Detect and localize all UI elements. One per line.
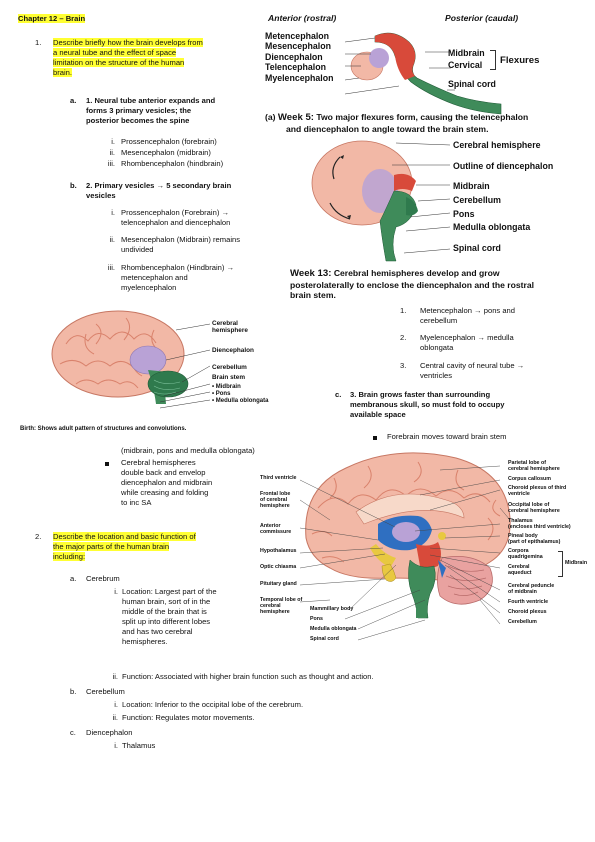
flexures-bracket (490, 50, 496, 70)
label-flexures: Flexures (500, 55, 540, 66)
q2b-ii-marker: ii. (112, 713, 118, 722)
q2a-marker: a. (70, 574, 77, 583)
label-fourth-ventricle: Fourth ventricle (508, 599, 549, 605)
gyri-lines (59, 317, 159, 389)
week5-caption: (a) Week 5: Two major flexures form, cau… (265, 112, 529, 134)
thalamus-shape (392, 522, 420, 542)
midbrain-bracket (558, 551, 563, 577)
label-midbrain-sagittal: Midbrain (565, 560, 588, 566)
label-midbrain-w13: Midbrain (453, 181, 490, 191)
label-posterior: Posterior (caudal) (445, 13, 519, 23)
q2a-ii-text: Function: Associated with higher brain f… (122, 672, 374, 681)
q2c-title: Diencephalon (86, 728, 133, 737)
chapter-title: Chapter 12 – Brain (18, 14, 86, 23)
cerebellum-shape (147, 370, 189, 398)
diencephalon-shape (369, 48, 389, 68)
q2a-i-marker: i. (114, 587, 118, 596)
label-cerebellum-sagittal: Cerebellum (508, 619, 537, 625)
cerebellum-shape (406, 197, 418, 216)
label-pons-sagittal: Pons (310, 616, 323, 622)
list-item: iii.Rhombencephalon (hindbrain) (107, 159, 224, 168)
square-bullet-icon (372, 435, 380, 441)
label-spinal-cord-w13: Spinal cord (453, 243, 501, 253)
label-brain-stem-parts: • Midbrain• Pons• Medulla oblongata (212, 384, 269, 404)
list-item: i.Prossencephalon (forebrain) (111, 137, 217, 146)
label-choroid-plexus: Choroid plexus (508, 609, 547, 615)
q1c-bullet2: Cerebral hemispheres double back and env… (121, 458, 213, 508)
label-anterior: Anterior (rostral) (268, 13, 337, 23)
q2c-i-marker: i. (114, 741, 118, 750)
birth-brain-figure (51, 310, 211, 409)
label-spinal-cord-w5: Spinal cord (448, 79, 496, 89)
q1-number: 1. (35, 38, 42, 47)
sagittal-brain-figure (305, 452, 511, 619)
q2-heading: Describe the location and basic function… (53, 532, 196, 562)
square-bullet-icon (104, 461, 112, 467)
label-medulla-w13: Medulla oblongata (453, 222, 531, 232)
q1-heading: Describe briefly how the brain develops … (53, 38, 203, 78)
q2b-title: Cerebellum (86, 687, 125, 696)
q1c-continuation: (midbrain, pons and medulla oblongata) (121, 446, 255, 455)
label-cerebral-hemisphere-w13: Cerebral hemisphere (453, 140, 541, 150)
list-item: ii.Mesencephalon (midbrain) (109, 148, 211, 157)
q1c-text: 3. Brain grows faster than surrounding m… (350, 390, 505, 420)
label-cerebellum-w13: Cerebellum (453, 195, 501, 205)
q1c-marker: c. (335, 390, 342, 399)
label-mammillary-body: Mammillary body (310, 606, 354, 612)
rotation-arrow-icon (329, 156, 351, 220)
spinal-cord-shape (416, 608, 426, 618)
label-pons-w13: Pons (453, 209, 475, 219)
week5-embryo-figure (344, 32, 502, 115)
q2b-i-marker: i. (114, 700, 118, 709)
q2a-i-text: Location: Largest part of the human brai… (122, 587, 217, 647)
label-brain-stem: Brain stem (212, 374, 246, 381)
birth-caption: Birth: Shows adult pattern of structures… (20, 426, 187, 432)
label-outline-diencephalon: Outline of diencephalon (453, 161, 554, 171)
mesencephalon-shape (375, 33, 416, 80)
label-medulla-sagittal: Medulla oblongata (310, 626, 357, 632)
midbrain-shape (394, 173, 416, 191)
q2b-ii-text: Function: Regulates motor movements. (122, 713, 255, 722)
label-pituitary-gland: Pituitary gland (260, 581, 297, 587)
week13-caption: Week 13: Cerebral hemispheres develop an… (290, 268, 535, 300)
label-cerebellum: Cerebellum (212, 364, 247, 371)
midbrain-shape (416, 542, 441, 568)
label-midbrain-flexure: Midbrain (448, 48, 485, 58)
q2-number: 2. (35, 532, 42, 541)
q1c-bullet1: Forebrain moves toward brain stem (387, 432, 507, 441)
label-third-ventricle: Third ventricle (260, 475, 297, 481)
diencephalon-shape (129, 345, 167, 375)
q1b-marker: b. (70, 181, 77, 190)
pineal-shape (438, 532, 446, 540)
label-spinal-cord-sagittal: Spinal cord (310, 636, 339, 642)
label-pineal-body: Pineal body(part of epithalamus) (508, 533, 561, 545)
label-optic-chiasma: Optic chiasma (260, 564, 297, 570)
label-thalamus: Thalamus(encloses third ventricle) (508, 518, 571, 530)
q1b-text: 2. Primary vesicles → 5 secondary brain … (86, 181, 232, 201)
q1a-text: 1. Neural tube anterior expands and form… (86, 96, 216, 126)
q2b-i-text: Location: Inferior to the occipital lobe… (122, 700, 304, 709)
q2a-title: Cerebrum (86, 574, 120, 583)
label-corpus-callosum: Corpus callosum (508, 476, 551, 482)
label-cervical-flexure: Cervical (448, 60, 483, 70)
label-hypothalamus: Hypothalamus (260, 548, 297, 554)
label-diencephalon: Diencephalon (212, 347, 254, 354)
q2c-i-text: Thalamus (122, 741, 156, 750)
week13-embryo-figure (311, 140, 451, 262)
q2a-ii-marker: ii. (112, 672, 118, 681)
q2c-marker: c. (70, 728, 76, 737)
week5-left-labels: Metencephalon Mesencephalon Diencephalon… (265, 31, 334, 83)
q1a-marker: a. (70, 96, 77, 105)
q2b-marker: b. (70, 687, 77, 696)
